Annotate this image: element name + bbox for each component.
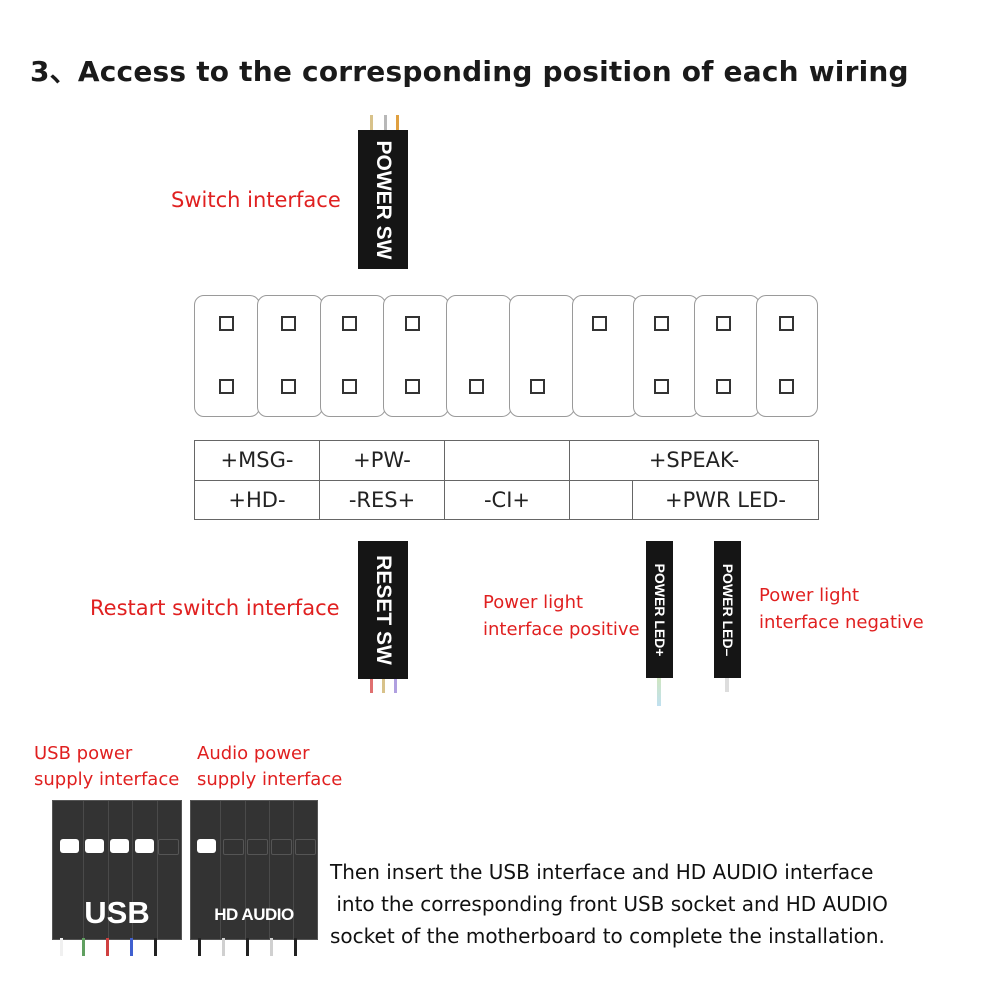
power-light-positive-label: Power light interface positive	[483, 592, 640, 640]
pin-hole	[405, 316, 420, 331]
pin-hole	[654, 379, 669, 394]
pin-label-pwr-led: +PWR LED-	[632, 479, 819, 520]
switch-interface-label: Switch interface	[171, 188, 341, 212]
pin-column	[694, 295, 760, 417]
power-led-minus-wire	[725, 678, 729, 692]
pin-column	[383, 295, 449, 417]
usb-header-connector: USB	[52, 800, 182, 940]
hd-audio-wires	[194, 938, 316, 958]
audio-power-label: Audio power supply interface	[197, 743, 343, 790]
power-light-negative-label: Power light interface negative	[759, 585, 924, 633]
pin-column	[320, 295, 386, 417]
pin-column	[194, 295, 260, 417]
pin-label-hd: +HD-	[194, 479, 320, 520]
pin-label-empty	[569, 479, 633, 520]
audio-pin-slot	[295, 839, 316, 855]
pin-hole	[592, 316, 607, 331]
pin-hole	[342, 379, 357, 394]
pin-hole	[219, 379, 234, 394]
reset-sw-connector: RESET SW	[358, 541, 408, 679]
usb-label: USB	[84, 895, 150, 930]
pin-column	[756, 295, 818, 417]
pin-label-table: +MSG- +PW- +SPEAK- +HD- -RES+ -CI+ +PWR …	[194, 440, 819, 520]
pin-label-ci: -CI+	[444, 479, 570, 520]
pin-hole	[779, 316, 794, 331]
usb-pin-hole	[110, 839, 129, 853]
power-led-plus-wire	[657, 678, 661, 706]
usb-pin-slot	[158, 839, 179, 855]
pin-column	[572, 295, 638, 417]
pin-label-empty	[444, 440, 570, 481]
pin-column	[257, 295, 323, 417]
pin-hole	[219, 316, 234, 331]
pin-label-res: -RES+	[319, 479, 445, 520]
installation-instructions: Then insert the USB interface and HD AUD…	[330, 860, 888, 948]
pin-column	[446, 295, 512, 417]
pin-label-pw: +PW-	[319, 440, 445, 481]
power-sw-label: POWER SW	[372, 140, 395, 259]
usb-pin-hole	[135, 839, 154, 853]
reset-sw-label: RESET SW	[372, 555, 395, 665]
audio-pin-slot	[247, 839, 268, 855]
page-title: 3、Access to the corresponding position o…	[30, 55, 909, 88]
pin-column	[509, 295, 575, 417]
pin-hole	[716, 379, 731, 394]
pin-hole	[716, 316, 731, 331]
pin-label-msg: +MSG-	[194, 440, 320, 481]
power-led-minus-connector: POWER LED–	[714, 541, 741, 678]
power-led-minus-label: POWER LED–	[719, 563, 736, 656]
pin-label-speak: +SPEAK-	[569, 440, 819, 481]
hd-audio-header-connector: HD AUDIO	[190, 800, 318, 940]
pin-column	[633, 295, 699, 417]
usb-pin-hole	[85, 839, 104, 853]
pin-hole	[405, 379, 420, 394]
reset-sw-wires	[366, 679, 406, 695]
usb-wires	[56, 938, 180, 958]
pin-hole	[654, 316, 669, 331]
hd-audio-label: HD AUDIO	[214, 905, 294, 924]
pin-hole	[342, 316, 357, 331]
audio-pin-slot	[271, 839, 292, 855]
restart-interface-label: Restart switch interface	[90, 596, 340, 620]
pin-hole	[469, 379, 484, 394]
usb-pin-hole	[60, 839, 79, 853]
power-sw-connector: POWER SW	[358, 130, 408, 269]
power-sw-wires	[366, 115, 406, 131]
audio-pin-slot	[223, 839, 244, 855]
pin-hole	[281, 379, 296, 394]
power-led-plus-label: POWER LED+	[651, 563, 668, 656]
pin-hole	[530, 379, 545, 394]
usb-power-label: USB power supply interface	[34, 743, 180, 790]
pin-hole	[779, 379, 794, 394]
audio-pin-hole	[197, 839, 216, 853]
pin-hole	[281, 316, 296, 331]
power-led-plus-connector: POWER LED+	[646, 541, 673, 678]
